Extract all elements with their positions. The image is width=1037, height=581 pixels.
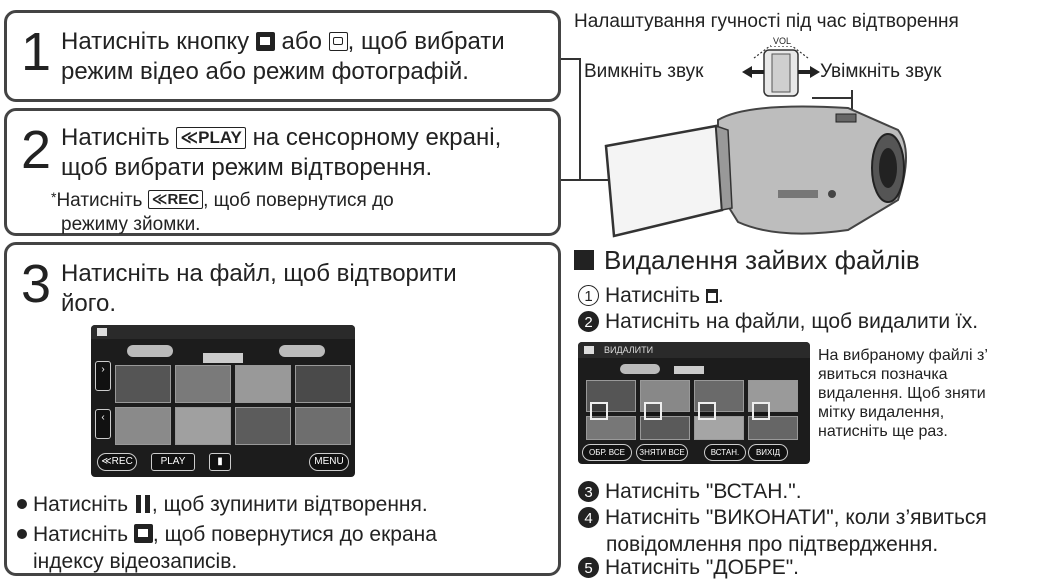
- screen-menu-button[interactable]: MENU: [309, 453, 349, 471]
- set-button[interactable]: ВСТАН.: [704, 444, 746, 461]
- connector-line-vertical: [579, 58, 581, 181]
- delete-screen-mode-icon: [584, 346, 594, 354]
- bullet-pause: Натисніть , щоб зупинити відтворення.: [17, 491, 437, 518]
- select-all-button[interactable]: ОБР. ВСЕ: [582, 444, 632, 461]
- step-3-number: 3: [21, 254, 52, 314]
- photo-mode-icon[interactable]: [328, 32, 348, 51]
- delete-thumbnail[interactable]: [640, 380, 690, 412]
- step-1-box: 1 Натисніть кнопку або , щоб вибрати реж…: [4, 10, 561, 102]
- video-thumbnail[interactable]: [175, 365, 231, 403]
- step-2-number: 2: [21, 120, 52, 180]
- delete-screen: ВИДАЛИТИ ОБР. ВСЕ ЗНЯТИ ВСЕ ВСТАН. ВИХІД: [578, 342, 810, 464]
- volume-unmute-label: Увімкніть звук: [820, 61, 942, 82]
- delete-title: Видалення зайвих файлів: [574, 244, 920, 276]
- delete-screen-page-label: [674, 366, 704, 374]
- screen-header-bar: [91, 325, 355, 339]
- delete-side-note: На вибраному файлі з’ явиться позначка в…: [818, 347, 988, 440]
- delete-thumbnail[interactable]: [586, 416, 636, 440]
- delete-thumbnail[interactable]: [640, 416, 690, 440]
- screen-play-button[interactable]: PLAY: [151, 453, 195, 471]
- volume-vol-label: VOL: [771, 36, 794, 46]
- delete-thumbnail[interactable]: [748, 380, 798, 412]
- delete-checkbox[interactable]: [644, 402, 662, 420]
- video-thumbnail[interactable]: [235, 365, 291, 403]
- square-bullet-icon: [574, 250, 594, 270]
- pause-icon[interactable]: [134, 493, 152, 516]
- exit-button[interactable]: ВИХІД: [748, 444, 788, 461]
- step-3-text: Натисніть на файл, щоб відтворити його.: [61, 260, 457, 317]
- trash-icon[interactable]: [705, 289, 718, 303]
- step-2-note: *Натисніть ≪REC, щоб повернутися до режи…: [51, 189, 394, 235]
- delete-thumbnail[interactable]: [586, 380, 636, 412]
- screen-rec-button[interactable]: ≪REC: [97, 453, 137, 471]
- clear-all-button[interactable]: ЗНЯТИ ВСЕ: [636, 444, 688, 461]
- step-3-box: 3 Натисніть на файл, щоб відтворити його…: [4, 242, 561, 576]
- volume-lever-icon[interactable]: [740, 42, 822, 98]
- screen-date-label: [279, 345, 325, 357]
- delete-thumbnail[interactable]: [748, 416, 798, 440]
- step-3-bullets: Натисніть , щоб зупинити відтворення. На…: [17, 491, 437, 575]
- video-mode-icon[interactable]: [255, 32, 275, 51]
- delete-screen-header-label: ВИДАЛИТИ: [604, 345, 654, 355]
- step-2-text: Натисніть ≪PLAY на сенсорному екрані, що…: [61, 124, 502, 181]
- play-key-icon[interactable]: ≪PLAY: [176, 127, 246, 149]
- delete-screen-header: [578, 342, 810, 358]
- step-1-number: 1: [21, 22, 52, 82]
- delete-checkbox[interactable]: [752, 402, 770, 420]
- screen-prev-arrow-button[interactable]: ‹: [95, 409, 111, 439]
- screen-date-label: [127, 345, 173, 357]
- screen-trash-button[interactable]: ▮: [209, 453, 231, 471]
- video-thumbnail[interactable]: [295, 365, 351, 403]
- rec-key-icon[interactable]: ≪REC: [147, 190, 204, 209]
- step-1-text: Натисніть кнопку або , щоб вибрати режим…: [61, 28, 505, 85]
- camcorder-illustration: [598, 90, 918, 240]
- video-thumbnail[interactable]: [115, 407, 171, 445]
- delete-checkbox[interactable]: [590, 402, 608, 420]
- step-2-box: 2 Натисніть ≪PLAY на сенсорному екрані, …: [4, 108, 561, 236]
- playback-index-screen: › ‹ ≪REC PLAY ▮ MENU: [91, 325, 355, 477]
- delete-checkbox[interactable]: [698, 402, 716, 420]
- screen-mode-icon: [97, 328, 107, 336]
- connector-line-step1: [559, 58, 581, 60]
- volume-title: Налаштування гучності під час відтворенн…: [574, 11, 959, 32]
- index-screen-icon[interactable]: [133, 524, 153, 543]
- video-thumbnail[interactable]: [175, 407, 231, 445]
- volume-mute-label: Вимкніть звук: [584, 61, 704, 82]
- delete-screen-date-label: [620, 364, 660, 374]
- video-thumbnail[interactable]: [295, 407, 351, 445]
- video-thumbnail[interactable]: [235, 407, 291, 445]
- delete-thumbnail[interactable]: [694, 380, 744, 412]
- video-thumbnail[interactable]: [115, 365, 171, 403]
- connector-line-step2: [559, 179, 629, 181]
- bullet-index: Натисніть , щоб повернутися до екрана: [17, 521, 437, 548]
- delete-thumbnail[interactable]: [694, 416, 744, 440]
- screen-next-arrow-button[interactable]: ›: [95, 361, 111, 391]
- screen-page-label: [203, 353, 243, 363]
